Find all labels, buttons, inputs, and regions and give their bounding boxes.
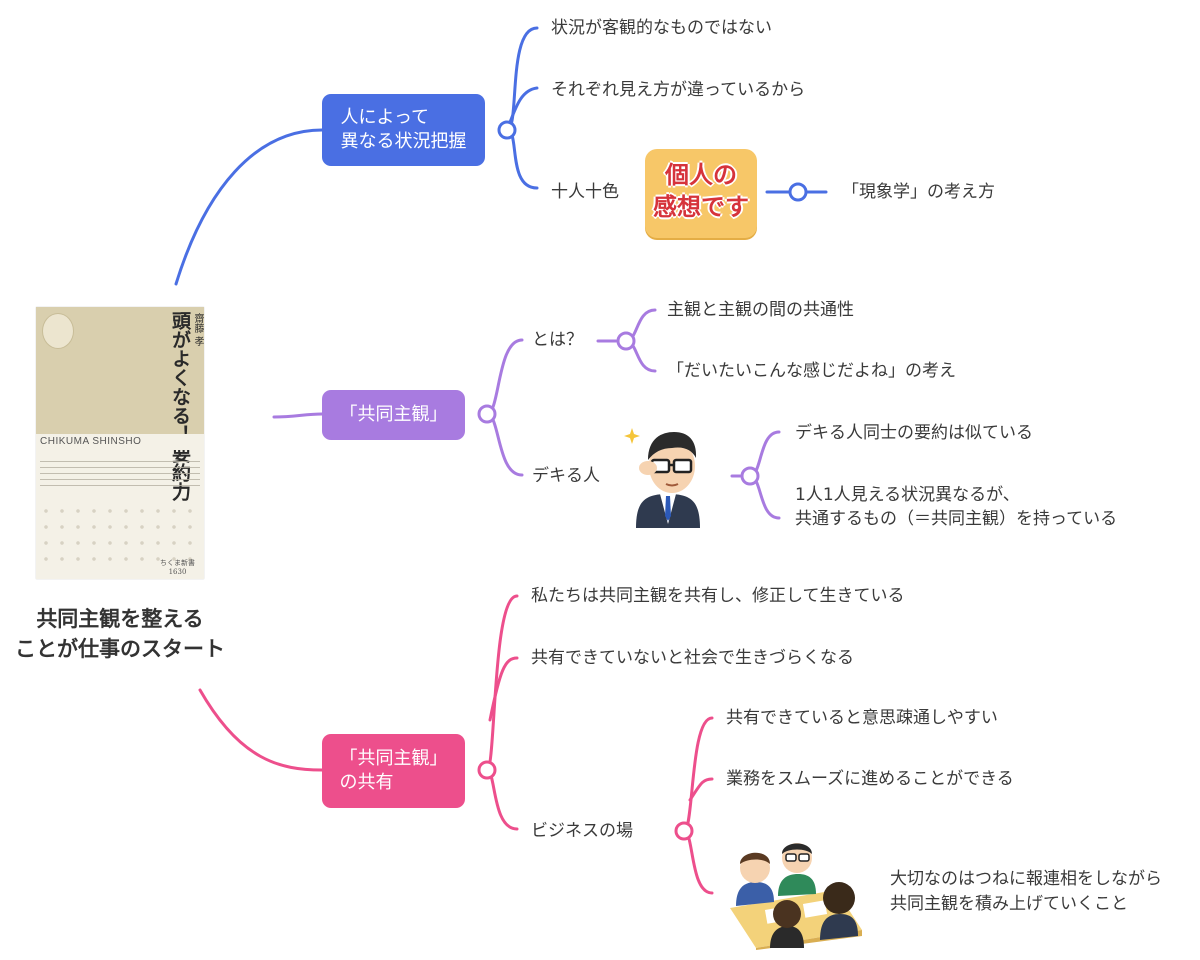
meeting-illustration[interactable] <box>726 830 866 950</box>
book-dot-pattern <box>38 503 202 565</box>
dekiru-child-2[interactable]: 1人1人見える状況異なるが、 共通するもの（＝共同主観）を持っている <box>795 485 1118 529</box>
purple-toha[interactable]: とは？ <box>532 330 583 350</box>
link-root-pink <box>198 688 324 772</box>
junction-purple[interactable] <box>477 404 497 424</box>
branch-node-pink-label: 「共同主観」 の共有 <box>339 748 448 793</box>
toha-child-1[interactable]: 主観と主観の間の共通性 <box>667 300 854 320</box>
book-band <box>36 434 204 450</box>
book-author: 齋藤 孝 <box>192 313 203 347</box>
business-child-2[interactable]: 業務をスムーズに進めることができる <box>726 769 1014 789</box>
junction-dekiru[interactable] <box>740 466 760 486</box>
link-pink-mid <box>488 656 519 722</box>
link-business-mid <box>688 777 714 802</box>
link-root-purple <box>272 412 324 419</box>
kojin-sticker-text: 個人の 感想です <box>653 161 749 221</box>
junction-toha[interactable] <box>616 331 636 351</box>
book-cover[interactable]: 頭がよくなる！要約力 齋藤 孝 CHIKUMA SHINSHO ちくま新書 16… <box>36 307 204 579</box>
link-root-blue <box>174 128 324 286</box>
pink-child-2[interactable]: 共有できていないと社会で生きづらくなる <box>531 648 854 668</box>
book-blurb-lines <box>40 461 200 487</box>
blue-child-1[interactable]: 状況が客観的なものではない <box>551 18 772 38</box>
book-title: 頭がよくなる！要約力 <box>169 311 191 501</box>
kojin-sticker-image[interactable]: 個人の 感想です <box>645 149 757 238</box>
branch-node-blue-label: 人によって 異なる状況把握 <box>340 107 467 152</box>
pink-child-1[interactable]: 私たちは共同主観を共有し、修正して生きている <box>531 586 905 606</box>
branch-node-blue[interactable]: 人によって 異なる状況把握 <box>322 94 485 166</box>
sticker-child[interactable]: 「現象学」の考え方 <box>842 182 995 202</box>
junction-pink[interactable] <box>477 760 497 780</box>
purple-dekiru[interactable]: デキる人 <box>532 466 600 486</box>
dekiru-child-1[interactable]: デキる人同士の要約は似ている <box>795 423 1033 443</box>
branch-node-purple-label: 「共同主観」 <box>339 404 448 425</box>
link-business-bracket <box>682 716 714 895</box>
link-blue-bracket <box>506 26 539 190</box>
blue-child-2[interactable]: それぞれ見え方が違っているから <box>551 80 806 100</box>
book-series: CHIKUMA SHINSHO <box>40 436 142 447</box>
book-publisher: ちくま新書 1630 <box>160 559 195 577</box>
junction-blue[interactable] <box>497 120 517 140</box>
book-publisher-name: ちくま新書 <box>160 559 195 567</box>
branch-node-purple[interactable]: 「共同主観」 <box>322 390 465 440</box>
business-child-1[interactable]: 共有できていると意思疎通しやすい <box>726 708 998 728</box>
junction-sticker[interactable] <box>788 182 808 202</box>
business-image-child[interactable]: 大切なのはつねに報連相をしながら 共同主観を積み上げていくこと <box>890 869 1162 914</box>
blue-child-3[interactable]: 十人十色 <box>551 182 619 202</box>
book-emblem-icon <box>42 313 74 349</box>
junction-business[interactable] <box>674 821 694 841</box>
pink-business[interactable]: ビジネスの場 <box>531 821 633 841</box>
root-title[interactable]: 共同主観を整える ことが仕事のスタート <box>15 607 225 661</box>
book-number: 1630 <box>168 568 187 576</box>
toha-child-2[interactable]: 「だいたいこんな感じだよね」の考え <box>667 361 956 381</box>
branch-node-pink[interactable]: 「共同主観」 の共有 <box>322 734 465 808</box>
businessman-illustration[interactable] <box>622 424 714 528</box>
